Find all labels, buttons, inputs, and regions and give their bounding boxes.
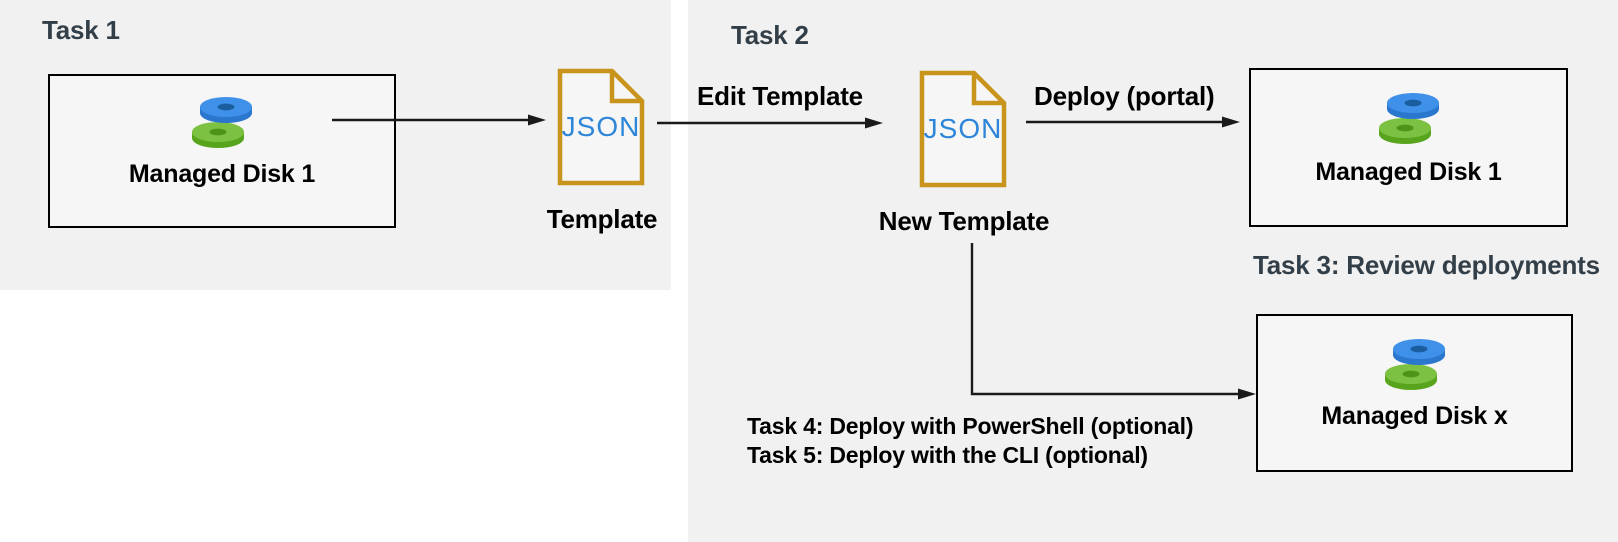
managed-disk-label: Managed Disk 1 bbox=[128, 160, 316, 188]
edit-template-label: Edit Template bbox=[697, 81, 863, 111]
managed-disk-icon bbox=[1384, 339, 1445, 390]
managed-disk-icon bbox=[192, 97, 252, 148]
managed-disk-label: Managed Disk x bbox=[1321, 402, 1508, 430]
arrow-disk-to-template bbox=[332, 114, 546, 126]
task5-caption: Task 5: Deploy with the CLI (optional) bbox=[747, 442, 1148, 468]
task1-title: Task 1 bbox=[42, 15, 120, 45]
json-file-icon: JSON bbox=[919, 70, 1007, 188]
task4-caption: Task 4: Deploy with PowerShell (optional… bbox=[747, 413, 1194, 439]
task3-caption: Task 3: Review deployments bbox=[1253, 250, 1600, 280]
arrow-deploy-portal bbox=[1026, 116, 1240, 128]
json-file-text: JSON bbox=[924, 113, 1003, 144]
json-file-text: JSON bbox=[562, 111, 641, 142]
task2-title: Task 2 bbox=[731, 20, 809, 50]
managed-disk-icon bbox=[1378, 93, 1439, 144]
new-template-caption: New Template bbox=[878, 206, 1050, 236]
template-caption: Template bbox=[546, 204, 658, 234]
managed-disk-1-source-box: Managed Disk 1 bbox=[48, 74, 396, 228]
json-file-icon: JSON bbox=[557, 68, 645, 186]
managed-disk-label: Managed Disk 1 bbox=[1315, 158, 1502, 186]
task4-task5-captions: Task 4: Deploy with PowerShell (optional… bbox=[747, 412, 1194, 470]
deploy-portal-label: Deploy (portal) bbox=[1034, 81, 1215, 111]
managed-disk-1-deployed-box: Managed Disk 1 bbox=[1249, 68, 1568, 227]
arrow-edit-template bbox=[657, 117, 883, 129]
managed-disk-x-box: Managed Disk x bbox=[1256, 314, 1573, 472]
arrow-deploy-cli-powershell bbox=[970, 243, 1256, 400]
